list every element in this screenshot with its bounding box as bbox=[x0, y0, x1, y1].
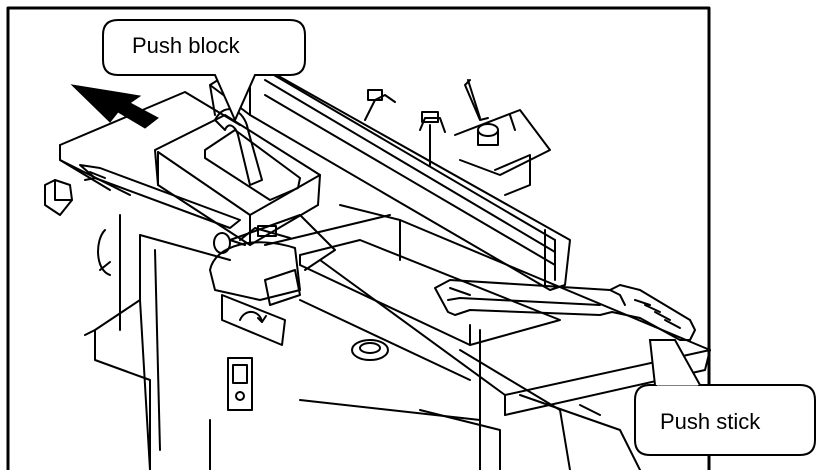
rotation-symbol bbox=[221, 294, 286, 346]
feed-direction-arrow bbox=[70, 84, 159, 129]
push-block bbox=[154, 108, 321, 246]
figure-frame bbox=[6, 6, 711, 470]
callout-push-stick-label: Push stick bbox=[660, 409, 761, 434]
fence-bracket bbox=[364, 79, 551, 196]
front-knob bbox=[351, 339, 389, 361]
callout-push-stick-leader bbox=[648, 339, 701, 386]
callout-push-block-bubble bbox=[102, 19, 306, 123]
fence bbox=[209, 59, 571, 291]
workpiece-board bbox=[299, 239, 561, 346]
depth-knob bbox=[213, 232, 246, 254]
callout-push-stick-bubble bbox=[634, 384, 816, 456]
power-switch bbox=[227, 357, 253, 411]
base-feet bbox=[84, 329, 601, 470]
lock-knob bbox=[44, 179, 73, 216]
push-stick bbox=[434, 279, 696, 341]
callout-push-block-label: Push block bbox=[132, 33, 240, 58]
guard-arm bbox=[79, 164, 241, 229]
